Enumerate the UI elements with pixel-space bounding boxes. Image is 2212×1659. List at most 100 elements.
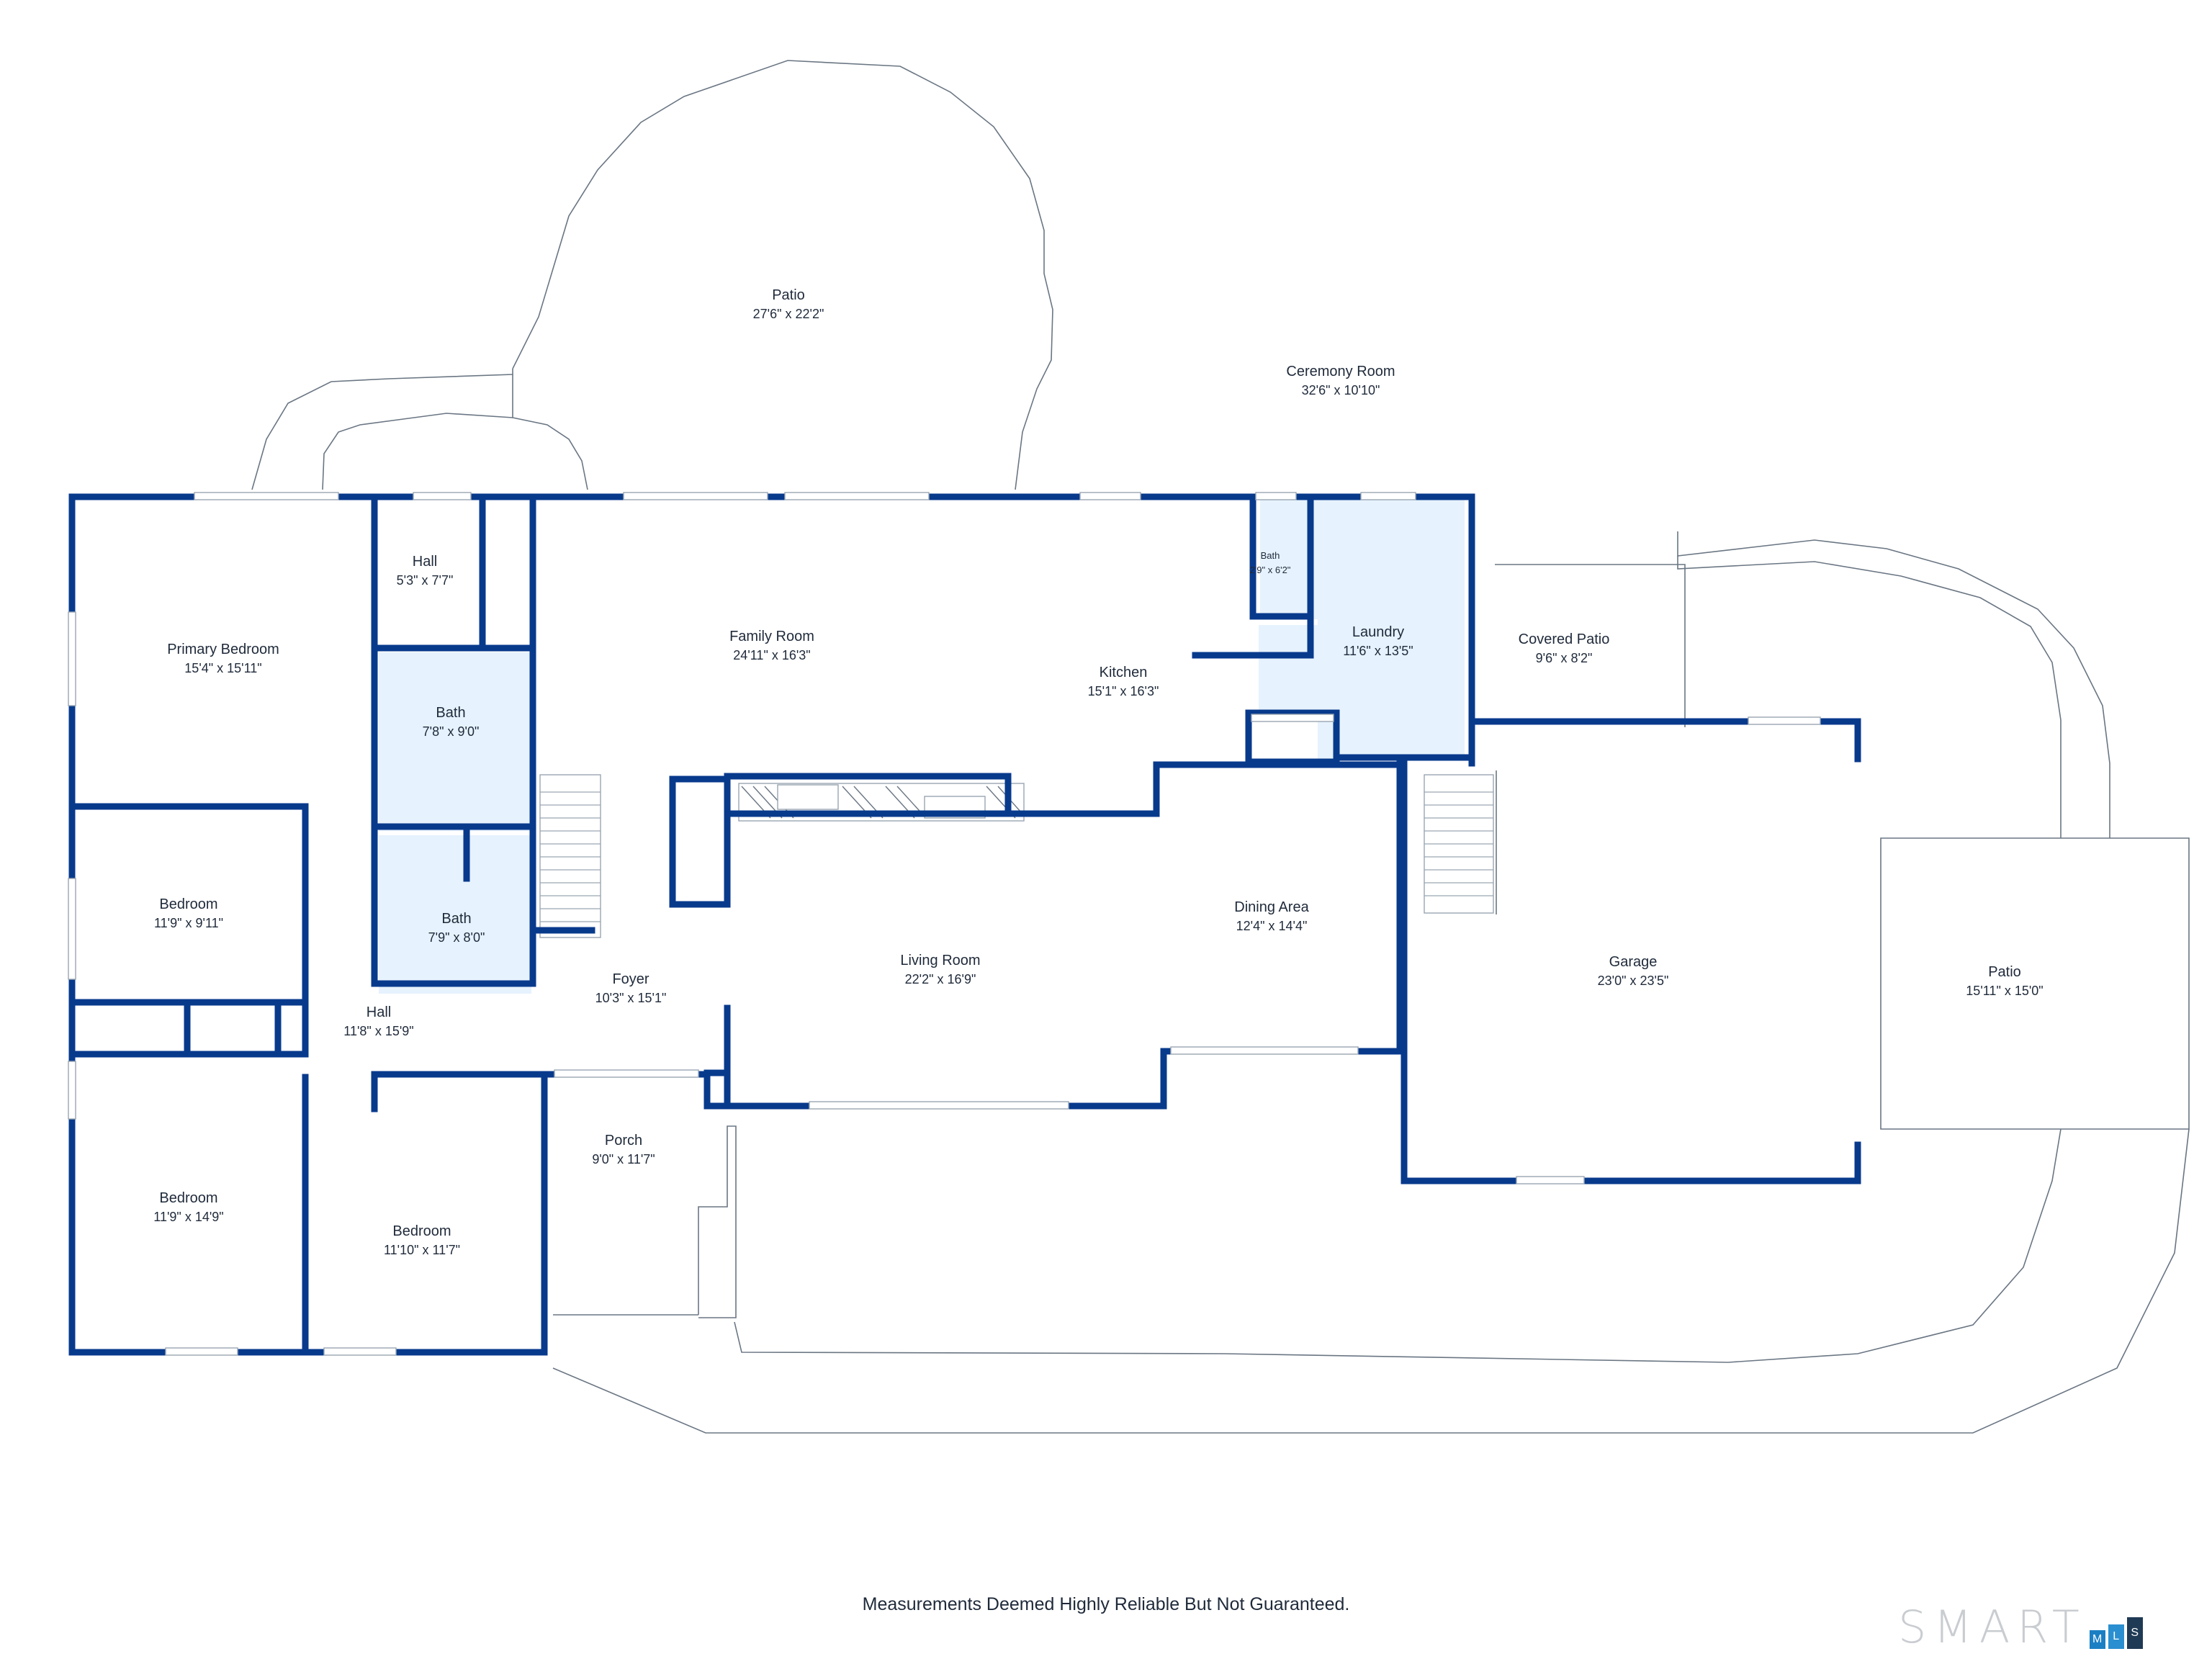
logo-box-l: L <box>2108 1624 2124 1649</box>
room-name-laundry: Laundry <box>1352 624 1404 640</box>
stair-left <box>539 774 601 938</box>
room-dims-bedroom-1: 11'9" x 9'11" <box>154 916 223 930</box>
window-south-1 <box>165 1347 238 1356</box>
room-dims-ceremony: 32'6" x 10'10" <box>1302 383 1380 397</box>
foyer-block <box>703 1069 731 1110</box>
room-dims-bath-2: 7'9" x 8'0" <box>428 930 485 945</box>
walls <box>68 493 1861 1356</box>
room-dims-patio-north: 27'6" x 22'2" <box>753 307 824 321</box>
closet-mid <box>184 999 282 1058</box>
stairs <box>539 774 1494 938</box>
bath-block <box>371 493 536 987</box>
room-dims-laundry: 11'6" x 13'5" <box>1343 644 1413 658</box>
room-name-foyer: Foyer <box>612 971 649 987</box>
window-north-7 <box>1360 492 1416 500</box>
porch-steps <box>698 1125 737 1318</box>
room-dims-family-room: 24'11" x 16'3" <box>733 648 810 662</box>
room-name-patio-east: Patio <box>1988 964 2021 980</box>
garage <box>1401 718 1861 1184</box>
window-living <box>809 1101 1069 1110</box>
room-name-dining: Dining Area <box>1234 899 1309 915</box>
room-name-bath-1: Bath <box>436 705 465 721</box>
room-dims-patio-east: 15'11" x 15'0" <box>1966 984 2043 998</box>
room-name-ceremony: Ceremony Room <box>1286 364 1395 379</box>
laundry-fill-lower <box>1259 625 1331 719</box>
room-name-hall-lower: Hall <box>367 1004 391 1020</box>
room-name-living: Living Room <box>900 953 980 968</box>
window-south-2 <box>323 1347 397 1356</box>
room-name-bedroom-3: Bedroom <box>392 1223 451 1239</box>
tinted-rooms <box>379 500 1465 994</box>
room-name-porch: Porch <box>605 1133 642 1148</box>
pantry-box <box>669 775 731 908</box>
logo-wordmark: SMART <box>1898 1601 2087 1653</box>
window-garage-south <box>1516 1176 1585 1184</box>
room-dims-kitchen: 15'1" x 16'3" <box>1088 684 1159 698</box>
room-dims-porch: 9'0" x 11'7" <box>592 1152 655 1166</box>
patio-north-outline <box>512 60 1053 490</box>
window-north-6 <box>1255 492 1297 500</box>
stair-left-treads <box>540 791 601 922</box>
south-deck-outline <box>552 1128 2190 1434</box>
room-dims-bath-small: 2'9" x 6'2" <box>1250 565 1291 575</box>
room-name-garage: Garage <box>1609 954 1658 970</box>
room-dims-bedroom-3: 11'10" x 11'7" <box>384 1243 460 1257</box>
window-west-3 <box>68 1061 76 1120</box>
room-dims-bath-1: 7'8" x 9'0" <box>423 724 480 739</box>
room-name-hall-upper: Hall <box>413 554 437 570</box>
laundry-closet <box>1245 709 1340 765</box>
room-dims-primary-bedroom: 15'4" x 15'11" <box>184 661 261 675</box>
room-name-kitchen: Kitchen <box>1100 665 1148 680</box>
north-wall-top <box>68 493 1475 767</box>
window-north-1 <box>194 492 339 500</box>
patio-north-left <box>251 369 513 490</box>
bath-1-fill <box>379 652 531 831</box>
kitchen-south <box>1004 761 1403 817</box>
windows <box>68 492 1821 1356</box>
south-deck-inner <box>734 1128 2062 1363</box>
stair-garage-treads <box>1424 791 1493 896</box>
room-name-patio-north: Patio <box>772 287 805 303</box>
laundry-fill <box>1318 500 1465 759</box>
window-garage-north <box>1748 716 1821 725</box>
room-dims-covered-patio: 9'6" x 8'2" <box>1536 651 1593 665</box>
window-north-5 <box>1079 492 1141 500</box>
window-north-2 <box>413 492 472 500</box>
room-dims-bedroom-2: 11'9" x 14'9" <box>153 1210 223 1224</box>
window-north-4 <box>784 492 930 500</box>
room-labels: Patio 27'6" x 22'2" Ceremony Room 32'6" … <box>153 287 2043 1257</box>
window-dining <box>1170 1046 1359 1055</box>
window-west-1 <box>68 611 76 706</box>
room-name-family-room: Family Room <box>729 629 814 644</box>
room-name-bath-2: Bath <box>441 911 471 927</box>
room-dims-living: 22'2" x 16'9" <box>905 972 976 986</box>
room-name-bedroom-2: Bedroom <box>159 1190 217 1206</box>
room-name-bedroom-1: Bedroom <box>159 896 217 912</box>
room-name-primary-bedroom: Primary Bedroom <box>167 642 279 657</box>
room-dims-dining: 12'4" x 14'4" <box>1236 919 1308 933</box>
room-dims-garage: 23'0" x 23'5" <box>1598 974 1669 988</box>
room-dims-hall-lower: 11'8" x 15'9" <box>343 1024 413 1038</box>
room-dims-hall-upper: 5'3" x 7'7" <box>397 573 454 588</box>
east-walkway-inner <box>1677 556 2062 838</box>
patio-north-inner <box>512 374 588 490</box>
room-name-covered-patio: Covered Patio <box>1519 631 1610 647</box>
room-name-bath-small: Bath <box>1261 550 1280 561</box>
disclaimer-text: Measurements Deemed Highly Reliable But … <box>862 1594 1350 1614</box>
west-bedroom-split-1 <box>68 803 309 1002</box>
room-dims-foyer: 10'3" x 15'1" <box>595 991 667 1005</box>
window-west-2 <box>68 878 76 980</box>
patio-north-inner-2 <box>322 413 513 490</box>
logo-box-m: M <box>2089 1630 2105 1649</box>
covered-patio-outline <box>1495 564 1686 727</box>
window-north-3 <box>623 492 768 500</box>
bedroom-3-frame <box>371 1071 548 1356</box>
laundry-west <box>1192 544 1314 659</box>
window-laundry-closet <box>1251 714 1334 722</box>
logo-box-s: S <box>2126 1617 2143 1649</box>
window-porch <box>554 1069 699 1078</box>
exterior-outlines <box>251 60 2190 1434</box>
smart-mls-logo: SMART M L S <box>1898 1601 2143 1653</box>
range <box>777 784 839 810</box>
